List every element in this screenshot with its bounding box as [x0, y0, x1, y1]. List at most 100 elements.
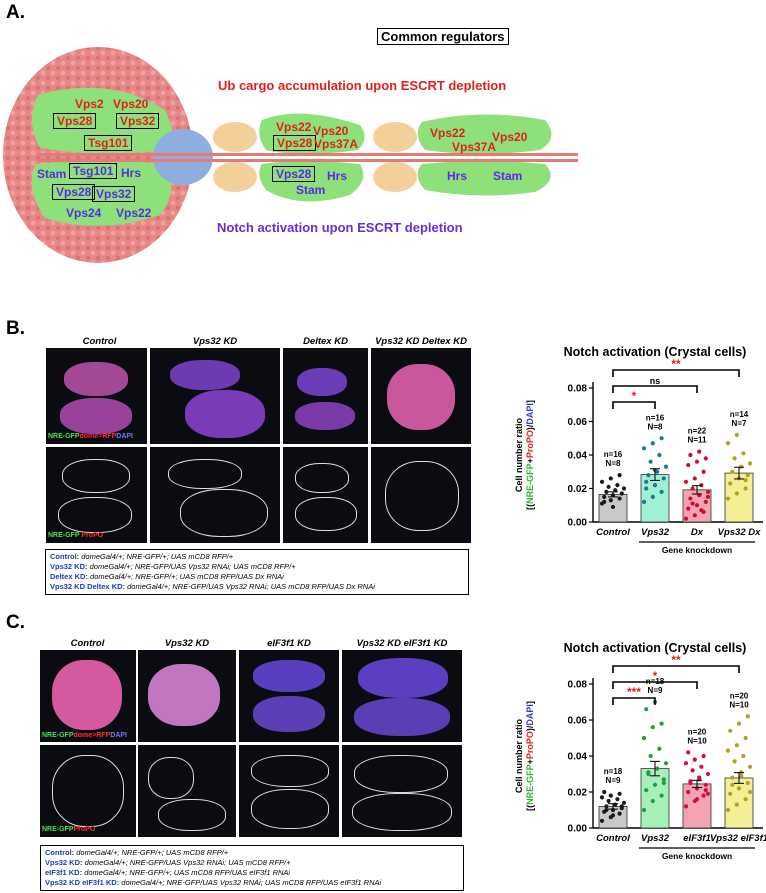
data-point — [604, 804, 609, 809]
data-point — [734, 802, 739, 807]
x-category-label: Control — [596, 833, 630, 844]
reg-vps28-bottom-mid-boxed: Vps28 — [272, 166, 316, 182]
data-point — [743, 797, 748, 802]
data-point — [599, 479, 605, 484]
data-point — [703, 499, 708, 504]
membrane-line-bottom — [38, 159, 578, 162]
significance-bracket — [612, 369, 740, 377]
data-point — [648, 459, 653, 464]
data-point — [602, 499, 607, 504]
reg-hrs-bottom-right: Hrs — [447, 169, 468, 183]
chart-title: Notch activation (Crystal cells) — [564, 345, 747, 359]
significance-bracket — [612, 385, 698, 393]
data-point — [663, 464, 669, 469]
data-point — [725, 807, 731, 813]
panel-c-image-vps32-eif3f1-propo — [342, 745, 462, 837]
x-category-label: Control — [596, 527, 630, 538]
panel-c-col-vps32: Vps32 KD — [164, 638, 210, 649]
n-label: n=16 — [604, 450, 623, 459]
data-point — [599, 795, 605, 800]
data-point — [655, 766, 660, 771]
panel-c-letter: C. — [6, 612, 25, 633]
reg-vps28-bottom-boxed: Vps28 — [52, 184, 96, 200]
reg-vps20-right: Vps20 — [492, 130, 528, 144]
reg-vps28-top-boxed: Vps28 — [53, 113, 97, 129]
legend-row: Control: domeGal4/+; NRE-GFP/+; UAS mCD8… — [45, 848, 229, 857]
data-point — [705, 791, 711, 796]
panel-c-col-eif3f1: eIF3f1 KD — [267, 638, 311, 649]
data-point — [697, 449, 702, 454]
tan-bead-3 — [373, 122, 417, 152]
x-category-label: Dx — [691, 527, 704, 538]
data-point — [608, 793, 613, 798]
significance-label: ** — [671, 653, 681, 667]
data-point — [699, 764, 704, 769]
data-point — [745, 714, 750, 719]
data-point — [615, 483, 620, 488]
data-point — [690, 768, 695, 773]
data-point — [644, 707, 649, 712]
data-point — [690, 486, 695, 491]
N-label: N=8 — [648, 422, 663, 431]
reg-vps37a-mid: Vps37A — [314, 137, 359, 151]
data-point — [745, 780, 750, 786]
N-label: N=10 — [729, 700, 749, 709]
data-point — [608, 476, 613, 481]
y-tick-label: 0.00 — [568, 518, 588, 529]
data-point — [701, 469, 706, 474]
reg-tsg101-top-boxed: Tsg101 — [84, 135, 133, 151]
significance-label: * — [653, 669, 658, 683]
data-point — [745, 473, 750, 478]
lower-green-blob-3 — [417, 161, 551, 196]
data-point — [692, 513, 697, 518]
data-point — [644, 788, 649, 793]
significance-bracket — [612, 681, 698, 689]
data-point — [619, 491, 624, 496]
panel-b-letter: B. — [6, 318, 25, 339]
data-point — [739, 773, 744, 778]
panel-b-image-control-merge — [46, 348, 147, 444]
data-point — [646, 473, 651, 478]
data-point — [686, 462, 691, 468]
reg-vps22-mid: Vps22 — [276, 120, 312, 134]
data-point — [747, 461, 753, 466]
y-tick-label: 0.06 — [568, 716, 588, 727]
x-category-label: Vps32 — [641, 527, 670, 538]
data-point — [613, 488, 618, 493]
tan-bead-2 — [213, 162, 257, 192]
panel-b-image-vps32-deltex-merge — [371, 348, 471, 444]
data-point — [661, 780, 666, 786]
panel-c-image-vps32-propo — [138, 745, 236, 837]
panel-c-image-vps32-merge — [138, 650, 236, 742]
panel-b-row1-channel-label: NRE-GFPdome>RFPDAPI — [48, 433, 133, 440]
lower-green-region — [31, 161, 172, 226]
panel-b-image-deltex-propo — [283, 447, 368, 543]
N-label: N=7 — [732, 419, 747, 428]
panel-b-image-vps32-propo — [150, 447, 280, 543]
significance-bracket — [612, 401, 656, 409]
common-regulators-box: Common regulators — [377, 28, 509, 45]
panel-c-row1-channel-label: NRE-GFPdome>RFPDAPI — [42, 732, 127, 739]
reg-stam-bottom: Stam — [37, 167, 67, 181]
data-point — [728, 481, 733, 486]
data-point — [602, 494, 607, 499]
data-point — [650, 798, 655, 804]
data-point — [743, 478, 748, 483]
y-tick-label: 0.04 — [568, 451, 588, 462]
significance-bracket — [612, 697, 656, 705]
data-point — [683, 479, 689, 484]
y-tick-label: 0.02 — [568, 484, 588, 495]
reg-vps32-top-boxed: Vps32 — [116, 113, 160, 129]
panel-b-col-deltex: Deltex KD — [303, 336, 348, 347]
data-point — [617, 791, 622, 796]
panel-c-image-eif3f1-merge — [239, 650, 339, 742]
panel-c-image-eif3f1-propo — [239, 745, 339, 837]
reg-vps37a-right: Vps37A — [452, 140, 497, 154]
panel-c-image-control-merge — [40, 650, 136, 742]
data-point — [683, 804, 689, 809]
data-point — [619, 804, 624, 809]
panel-c-genotype-legend: Control: domeGal4/+; NRE-GFP/+; UAS mCD8… — [40, 845, 464, 891]
y-axis-label: Cell number ratio[(NRE-GFP+ProPO)/DAPI] — [514, 701, 535, 811]
data-point — [703, 782, 708, 787]
data-point — [741, 753, 746, 759]
